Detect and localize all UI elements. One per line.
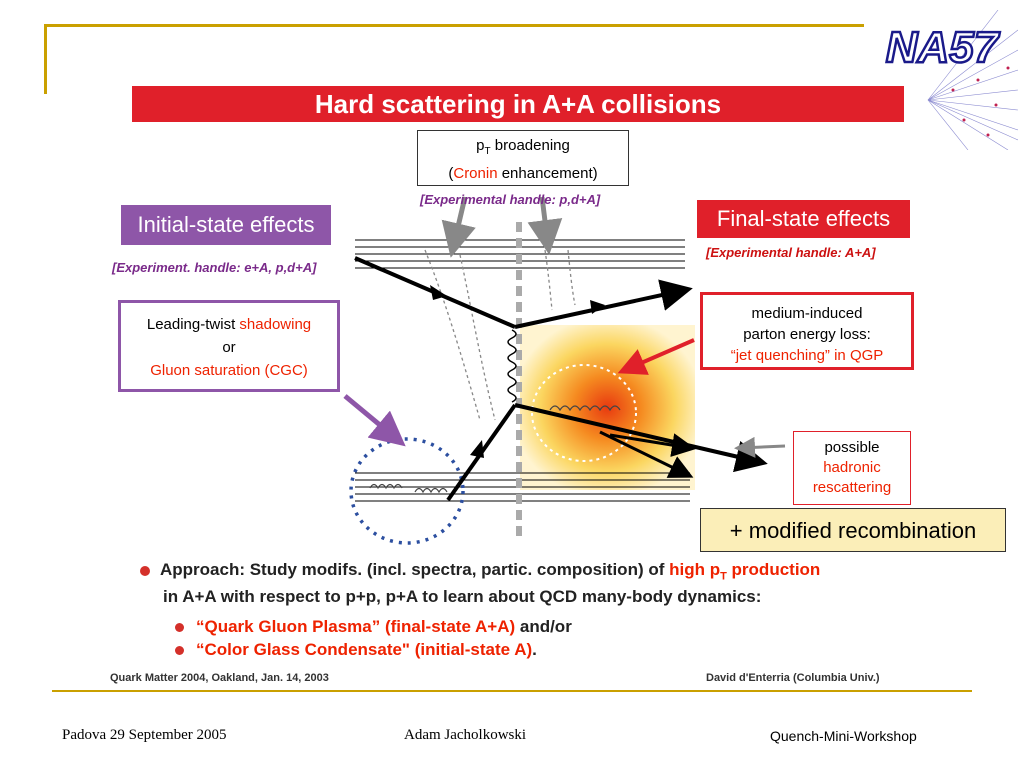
footer-author: Adam Jacholkowski (404, 727, 527, 743)
rescattering-text: rescattering (812, 479, 892, 496)
qgp-bullet: “Quark Gluon Plasma” (final-state A+A) a… (175, 617, 955, 637)
pt-line-2: (Cronin enhancement) (418, 163, 628, 185)
handle-pd: [Experimental handle: p,d+A] (420, 192, 601, 207)
footer-date: Padova 29 September 2005 (62, 727, 227, 743)
saturation-circle (349, 437, 465, 545)
shadowing-line-1: Leading-twist shadowing (121, 313, 337, 336)
track-arrowheads (430, 285, 605, 458)
rescattering-box: possible hadronic rescattering (793, 431, 911, 505)
qgp-text: “Quark Gluon Plasma” (final-state A+A) (196, 617, 516, 636)
arrow-shadowing (343, 394, 406, 447)
cronin-text: Cronin (453, 165, 498, 182)
credit-right: David d'Enterria (Columbia Univ.) (706, 672, 880, 684)
hadronic-text: hadronic (823, 459, 881, 476)
arrow-quenching (617, 338, 695, 375)
approach-line-1: Approach: Study modifs. (incl. spectra, … (140, 560, 940, 582)
and-or-text: and/or (515, 617, 572, 636)
possible-text: possible (824, 439, 880, 456)
enhancement-text: enhancement) (497, 165, 598, 182)
bullet-dot (140, 565, 150, 576)
cgc-text: “Color Glass Condensate" (initial-state … (196, 640, 533, 659)
gold-vertical-rule (44, 24, 47, 94)
gold-horizontal-rule (44, 24, 864, 27)
footer-workshop: Quench-Mini-Workshop (770, 728, 917, 744)
cgc-bullet: “Color Glass Condensate" (initial-state … (175, 640, 955, 660)
sub-bullet-dot (175, 623, 184, 633)
jet-quenching-text: “jet quenching” in QGP (730, 347, 884, 364)
modified-recombination-box: + modified recombination (700, 508, 1006, 552)
energy-loss-line-1: medium-induced (751, 305, 863, 322)
pt-symbol: p (476, 137, 485, 154)
arrow-pt-right (527, 196, 563, 255)
gluon-coils (369, 405, 621, 494)
gluon-saturation-text: Gluon saturation (CGC) (150, 362, 308, 379)
pt-subscript: T (484, 146, 491, 157)
handle-initial: [Experiment. handle: e+A, p,d+A] (112, 260, 317, 275)
sub-bullet-dot (175, 646, 184, 656)
logo-text: NA57 (886, 23, 1001, 72)
pt-broadening-text: broadening (490, 137, 570, 154)
production-text: production (726, 560, 821, 579)
arrow-rescattering (734, 436, 786, 458)
medium-circle (531, 364, 637, 462)
gluon-ladder (507, 329, 517, 403)
nucleus-lines-bottom (355, 472, 690, 502)
high-pt-text: high p (669, 560, 721, 579)
approach-line-2: in A+A with respect to p+p, p+A to learn… (163, 587, 762, 606)
energy-loss-line-2: parton energy loss: (743, 326, 871, 343)
na57-logo: NA57 (885, 10, 1018, 150)
credit-left: Quark Matter 2004, Oakland, Jan. 14, 200… (110, 672, 329, 684)
gluon-lines-gray (424, 249, 576, 421)
or-text: or (222, 339, 236, 356)
high-pt-subscript: T (720, 570, 727, 583)
shadowing-box: Leading-twist shadowing or Gluon saturat… (118, 300, 340, 392)
handle-final: [Experimental handle: A+A] (706, 245, 876, 260)
leading-twist-text: Leading-twist (146, 316, 240, 333)
footer-rule (52, 690, 972, 692)
energy-loss-box: medium-induced parton energy loss: “jet … (700, 292, 914, 370)
pt-broadening-box: pT broadening (Cronin enhancement) (417, 130, 629, 186)
approach-text-a: Approach: Study modifs. (incl. spectra, … (160, 560, 670, 579)
pt-line-1: pT broadening (418, 135, 628, 163)
slide-title: Hard scattering in A+A collisions (132, 86, 904, 122)
initial-state-label: Initial-state effects (121, 205, 331, 245)
shadowing-text: shadowing (239, 316, 312, 333)
pt-paren: ( (448, 165, 454, 182)
arrow-pt-left (441, 196, 476, 258)
cgc-period: . (532, 640, 537, 659)
final-state-label: Final-state effects (697, 200, 910, 238)
